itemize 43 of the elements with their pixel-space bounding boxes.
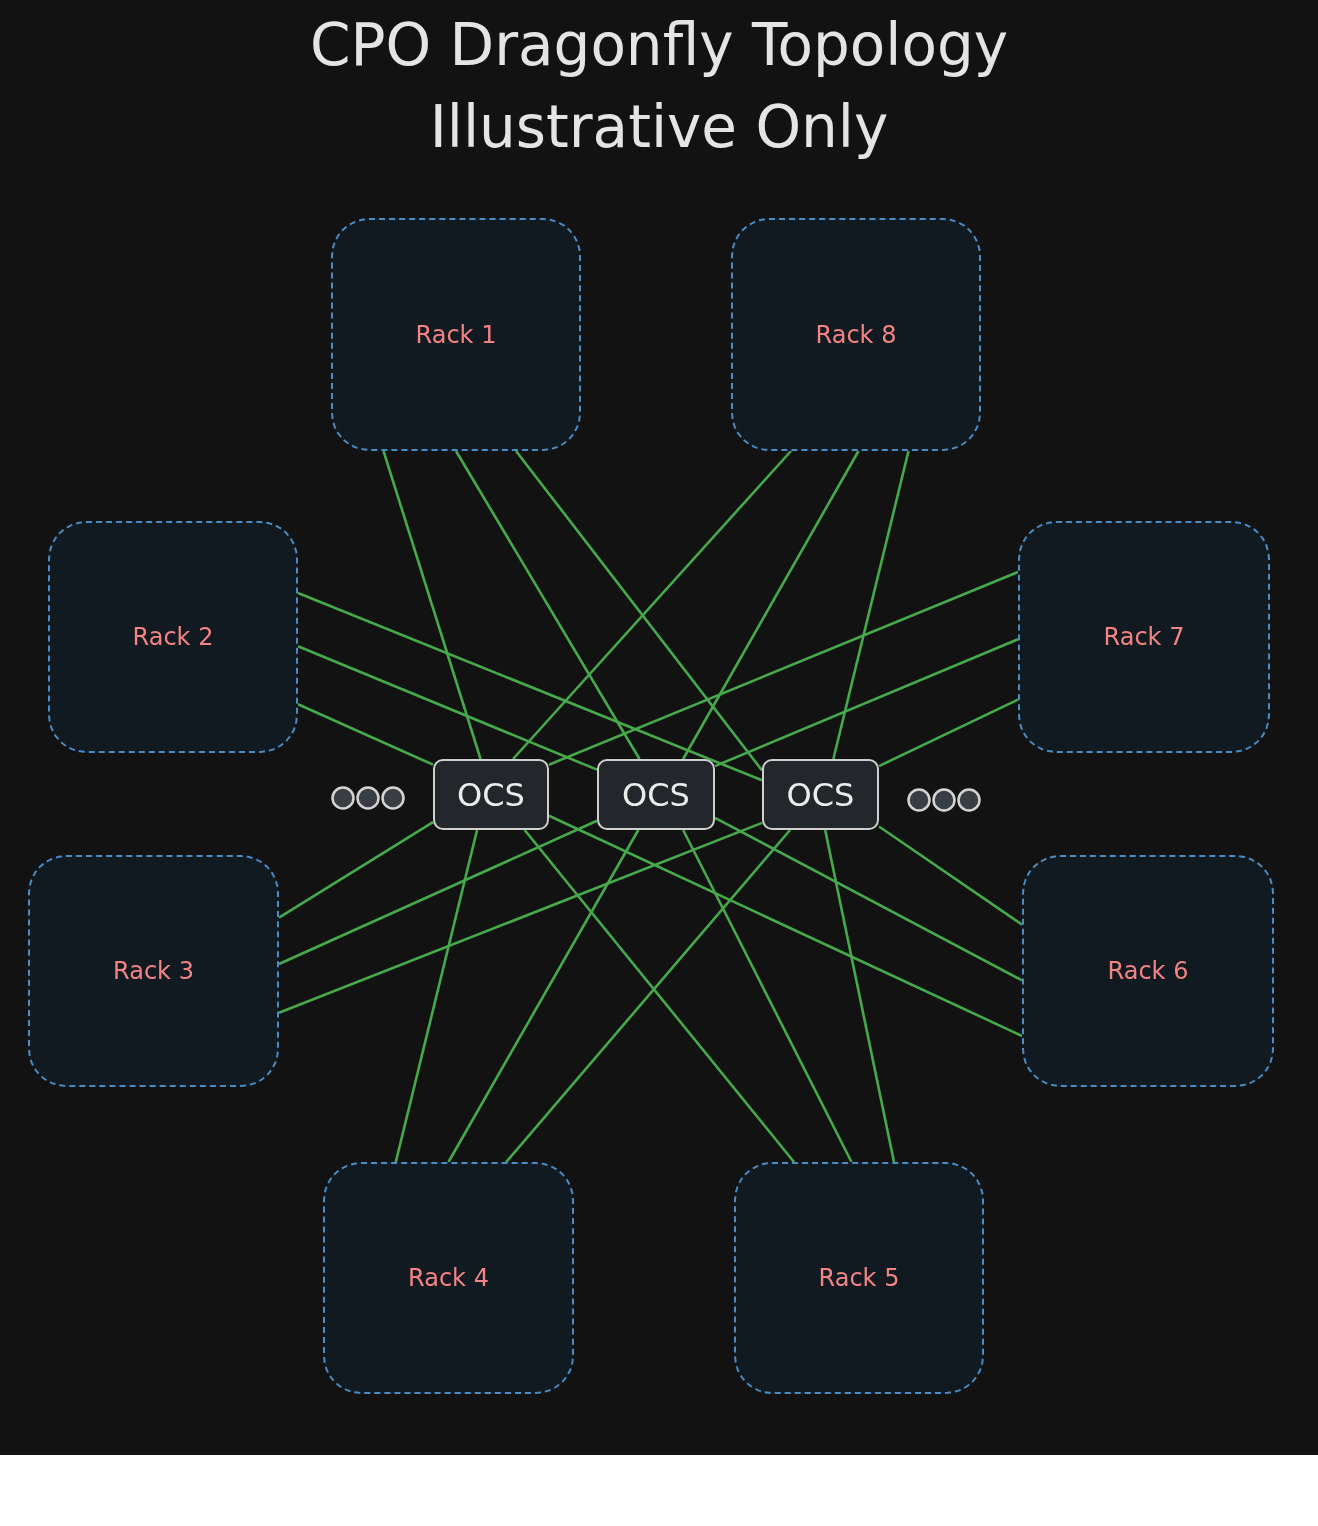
connector-line bbox=[278, 821, 763, 1014]
connector-line bbox=[682, 829, 853, 1163]
rack-box bbox=[323, 1162, 574, 1394]
ocs-switch-box bbox=[597, 759, 715, 830]
connector-line bbox=[548, 814, 1023, 1038]
rack-label: Rack 5 bbox=[818, 1266, 900, 1290]
rack-box bbox=[48, 521, 298, 753]
rack-label: Rack 8 bbox=[815, 322, 897, 347]
ocs-switch-box bbox=[433, 759, 549, 830]
rack-box bbox=[1018, 521, 1270, 753]
rack-box bbox=[1022, 855, 1274, 1087]
connector-line bbox=[297, 591, 763, 782]
ocs-switch-box bbox=[762, 759, 879, 830]
connector-line bbox=[548, 570, 1019, 766]
rack-box bbox=[731, 218, 981, 451]
connector-line bbox=[278, 819, 598, 966]
connector-line bbox=[878, 698, 1019, 768]
connector-line bbox=[878, 825, 1023, 926]
connector-line bbox=[394, 829, 479, 1163]
connector-line bbox=[714, 638, 1019, 768]
connector-line bbox=[714, 816, 1023, 982]
connector-line bbox=[823, 829, 896, 1163]
rack-label: Rack 3 bbox=[113, 959, 194, 983]
rack-label: Rack 6 bbox=[1107, 959, 1189, 983]
ocs-label: OCS bbox=[622, 778, 690, 811]
connector-line bbox=[297, 645, 598, 771]
rack-box bbox=[28, 855, 279, 1087]
rack-label: Rack 4 bbox=[408, 1266, 489, 1290]
diagram-title: CPO Dragonfly Topology Illustrative Only bbox=[308, 10, 1010, 163]
ocs-label: OCS bbox=[786, 778, 855, 811]
connector-line bbox=[447, 829, 640, 1163]
connector-line bbox=[382, 450, 482, 760]
connector-line bbox=[297, 703, 434, 766]
connector-line bbox=[278, 821, 434, 919]
rack-label: Rack 1 bbox=[415, 322, 497, 347]
rack-label: Rack 2 bbox=[132, 625, 214, 649]
connector-line bbox=[454, 450, 641, 760]
rack-box bbox=[734, 1162, 984, 1394]
ocs-label: OCS bbox=[457, 778, 525, 811]
connector-line bbox=[832, 450, 910, 760]
rack-label: Rack 7 bbox=[1103, 625, 1185, 649]
rack-box bbox=[331, 218, 581, 451]
connector-line bbox=[682, 450, 860, 760]
